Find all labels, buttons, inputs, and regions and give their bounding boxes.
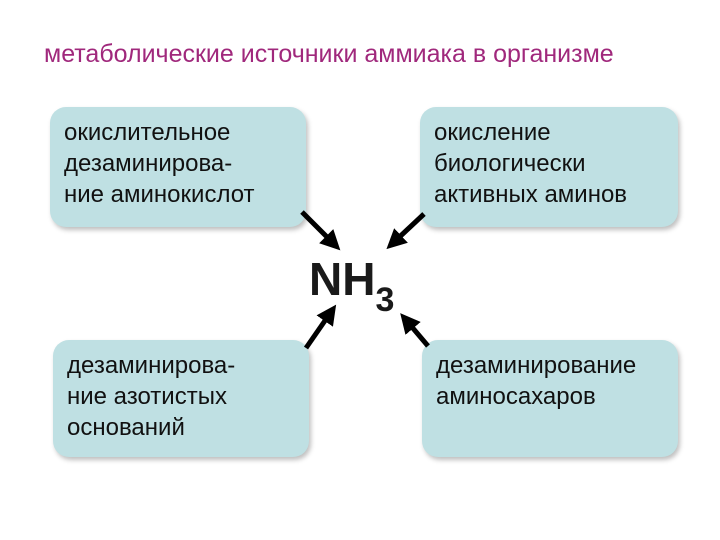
arrow-from-top-right	[386, 212, 426, 250]
source-box-nitrogenous-bases: дезаминирова- ние азотистых оснований	[53, 340, 309, 457]
source-box-aminosugars: дезаминирование аминосахаров	[422, 340, 678, 457]
arrow-from-top-left	[300, 210, 341, 251]
ammonia-formula: NH3	[309, 252, 394, 319]
diagram-title: метаболические источники аммиака в орган…	[44, 40, 614, 68]
formula-main: NH	[309, 253, 376, 305]
arrow-from-bottom-left	[303, 304, 337, 350]
source-box-oxidative-deamination: окислительное дезаминирова- ние аминокис…	[50, 107, 306, 227]
arrow-from-bottom-right	[400, 313, 430, 348]
source-box-amine-oxidation: окисление биологически активных аминов	[420, 107, 678, 227]
formula-subscript: 3	[375, 281, 395, 319]
